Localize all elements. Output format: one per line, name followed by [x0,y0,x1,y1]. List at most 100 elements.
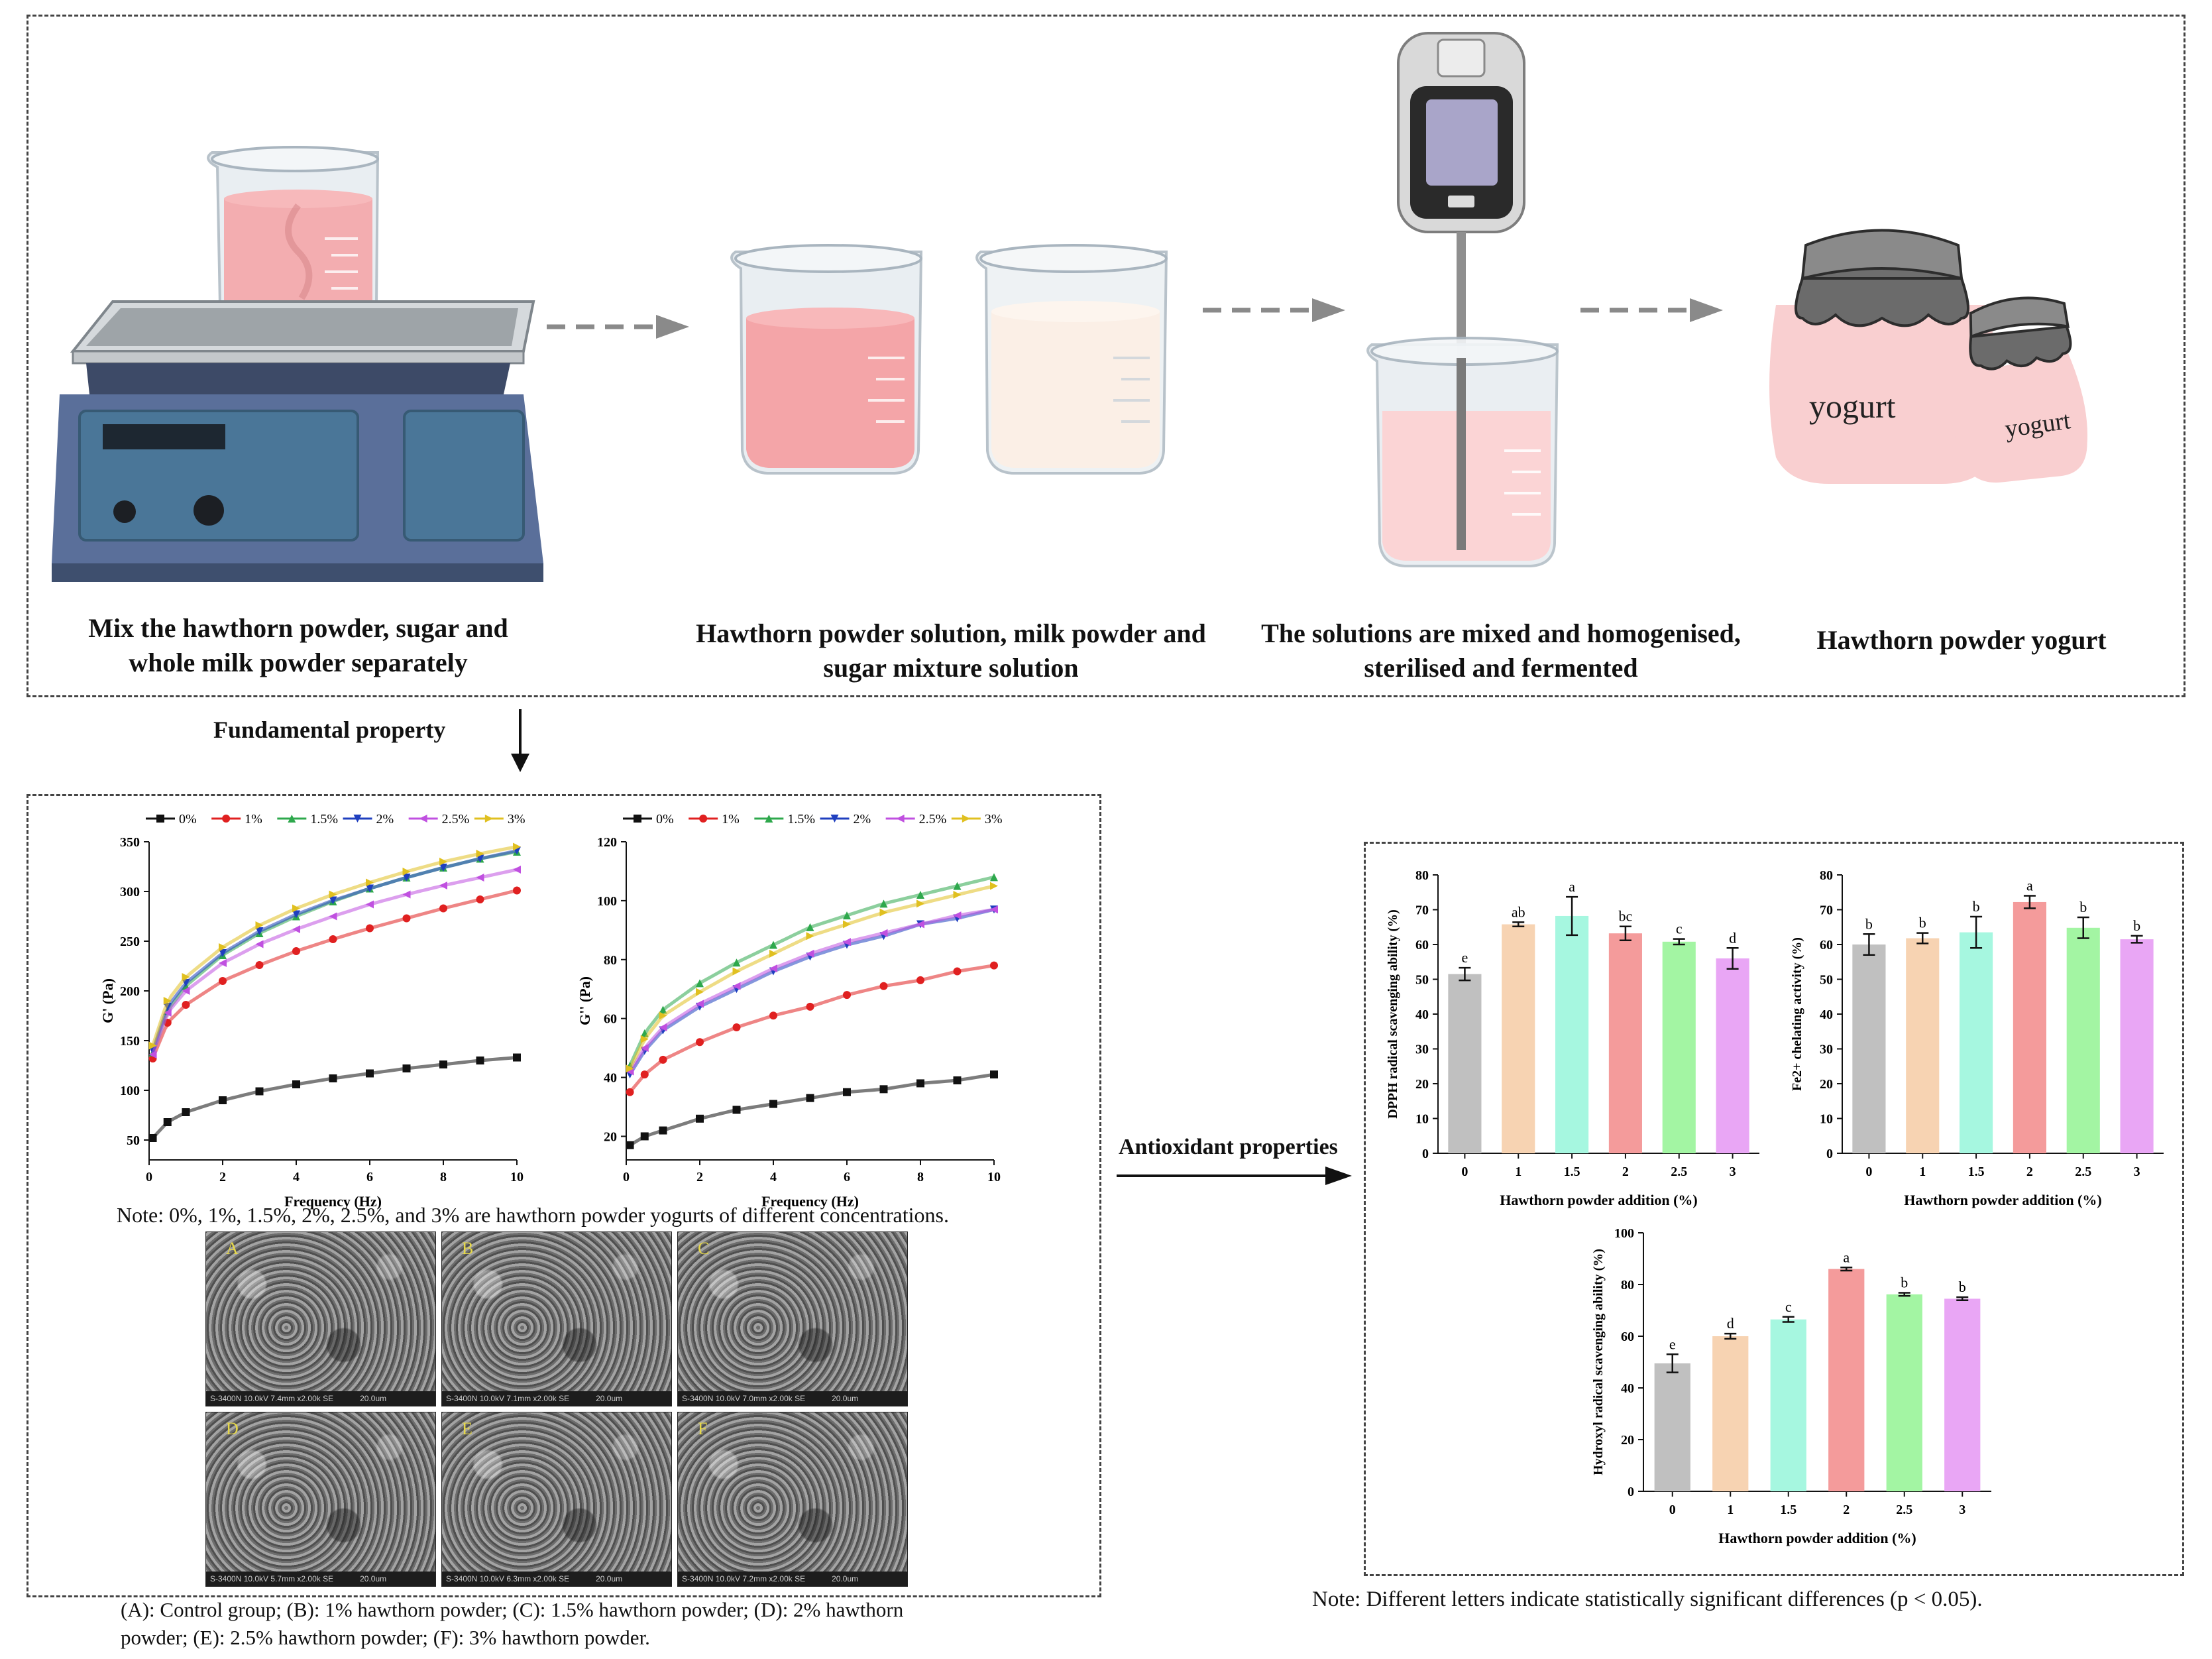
y-tick-label: 30 [1820,1043,1833,1057]
data-point [769,964,777,973]
data-point [219,977,227,985]
y-tick-label: 0 [1826,1147,1833,1161]
data-point [219,1096,227,1104]
data-point [439,864,447,872]
x-tick-label: 10 [987,1170,1001,1184]
significance-letter: b [1973,898,1980,915]
data-point [732,982,741,990]
data-point [953,967,962,976]
x-tick-label: 3 [1959,1503,1965,1517]
significance-letter: e [1669,1336,1676,1352]
data-point [806,923,814,931]
homogenizer-illustration [1366,32,1559,567]
data-point [292,925,300,933]
sem-info-bar: S-3400N 10.0kV 5.7mm x2.00k SE 20.0um [206,1572,435,1586]
x-axis-label: Hawthorn powder addition (%) [1904,1192,2101,1208]
fe-chelating-bar-chart: 01020304050607080b0b1b1.5a2b2.5b3Hawthor… [1790,868,2164,1208]
data-point [769,949,777,958]
y-tick-label: 350 [120,835,140,850]
data-point [696,979,704,988]
legend-label: 2.5% [919,812,947,827]
data-point [696,1038,704,1047]
data-point [916,1079,924,1088]
sem-info-bar: S-3400N 10.0kV 6.3mm x2.00k SE 20.0um [442,1572,671,1586]
data-point [329,890,337,899]
data-point [916,891,924,899]
data-point [163,1118,172,1126]
x-tick-label: 6 [366,1170,373,1184]
y-tick-label: 120 [597,835,617,850]
y-axis-label: DPPH radical scavenging ability (%) [1386,909,1400,1119]
data-point [806,1002,814,1011]
x-tick-label: 2.5 [2075,1165,2091,1179]
bar-3 [1944,1298,1981,1491]
data-point [659,1126,667,1135]
flow-arrow-2 [1203,298,1345,322]
legend-marker [222,815,231,823]
data-point [366,884,374,893]
fundamental-property-label: Fundamental property [213,716,446,743]
data-point [476,1057,484,1064]
data-point [219,949,227,957]
x-tick-label: 8 [440,1170,447,1184]
data-point [219,943,227,951]
data-point [402,890,411,899]
y-tick-label: 20 [1621,1433,1634,1448]
data-point [513,842,521,851]
y-axis-label: G' (Pa) [99,978,116,1023]
data-point [732,1023,741,1031]
legend-marker [699,815,708,823]
data-point [476,895,484,903]
data-point [696,1114,704,1123]
data-point [255,921,264,929]
x-tick-label: 4 [770,1170,777,1184]
data-point [879,899,888,908]
y-tick-label: 0 [1422,1147,1429,1161]
y-tick-label: 250 [120,935,140,949]
significance-letter: d [1727,1315,1734,1332]
two-beakers-illustration [730,244,1168,475]
y-tick-label: 30 [1415,1043,1429,1057]
process-panel [27,15,2185,697]
y-tick-label: 40 [604,1071,617,1086]
data-point [843,1088,851,1096]
data-point [402,1064,411,1072]
data-point [843,911,851,920]
data-point [626,1141,634,1149]
sem-caption-line1: (A): Control group; (B): 1% hawthorn pow… [121,1598,904,1621]
x-tick-label: 2 [696,1170,703,1184]
y-tick-label: 100 [120,1084,140,1098]
legend-marker [419,815,427,823]
step2-caption: Hawthorn powder solution, milk powder an… [696,618,1206,683]
data-point [696,988,704,996]
data-point [439,882,447,889]
y-tick-label: 60 [1621,1330,1634,1344]
fundamental-panel [27,794,1101,1597]
legend-marker [353,815,362,823]
legend-label: 1.5% [787,812,815,827]
data-point [402,874,411,882]
data-point [513,866,521,874]
data-point [255,961,264,969]
significance-letter: a [1569,878,1575,895]
data-point [640,1044,649,1053]
antioxidant-panel [1364,842,2184,1576]
x-tick-label: 3 [1730,1165,1736,1179]
data-point [329,896,337,905]
flow-arrow-1 [547,315,689,339]
data-point [990,882,998,890]
y-tick-label: 70 [1415,903,1429,918]
sem-info-bar: S-3400N 10.0kV 7.0mm x2.00k SE 20.0um [678,1391,907,1406]
data-point [182,987,190,995]
significance-letter: d [1729,929,1736,946]
x-axis-label: Hawthorn powder addition (%) [1718,1530,1916,1546]
bar-1.5 [1960,932,1993,1153]
y-tick-label: 80 [1415,868,1429,883]
y-tick-label: 300 [120,885,140,899]
y-axis-label: G'' (Pa) [577,976,593,1025]
